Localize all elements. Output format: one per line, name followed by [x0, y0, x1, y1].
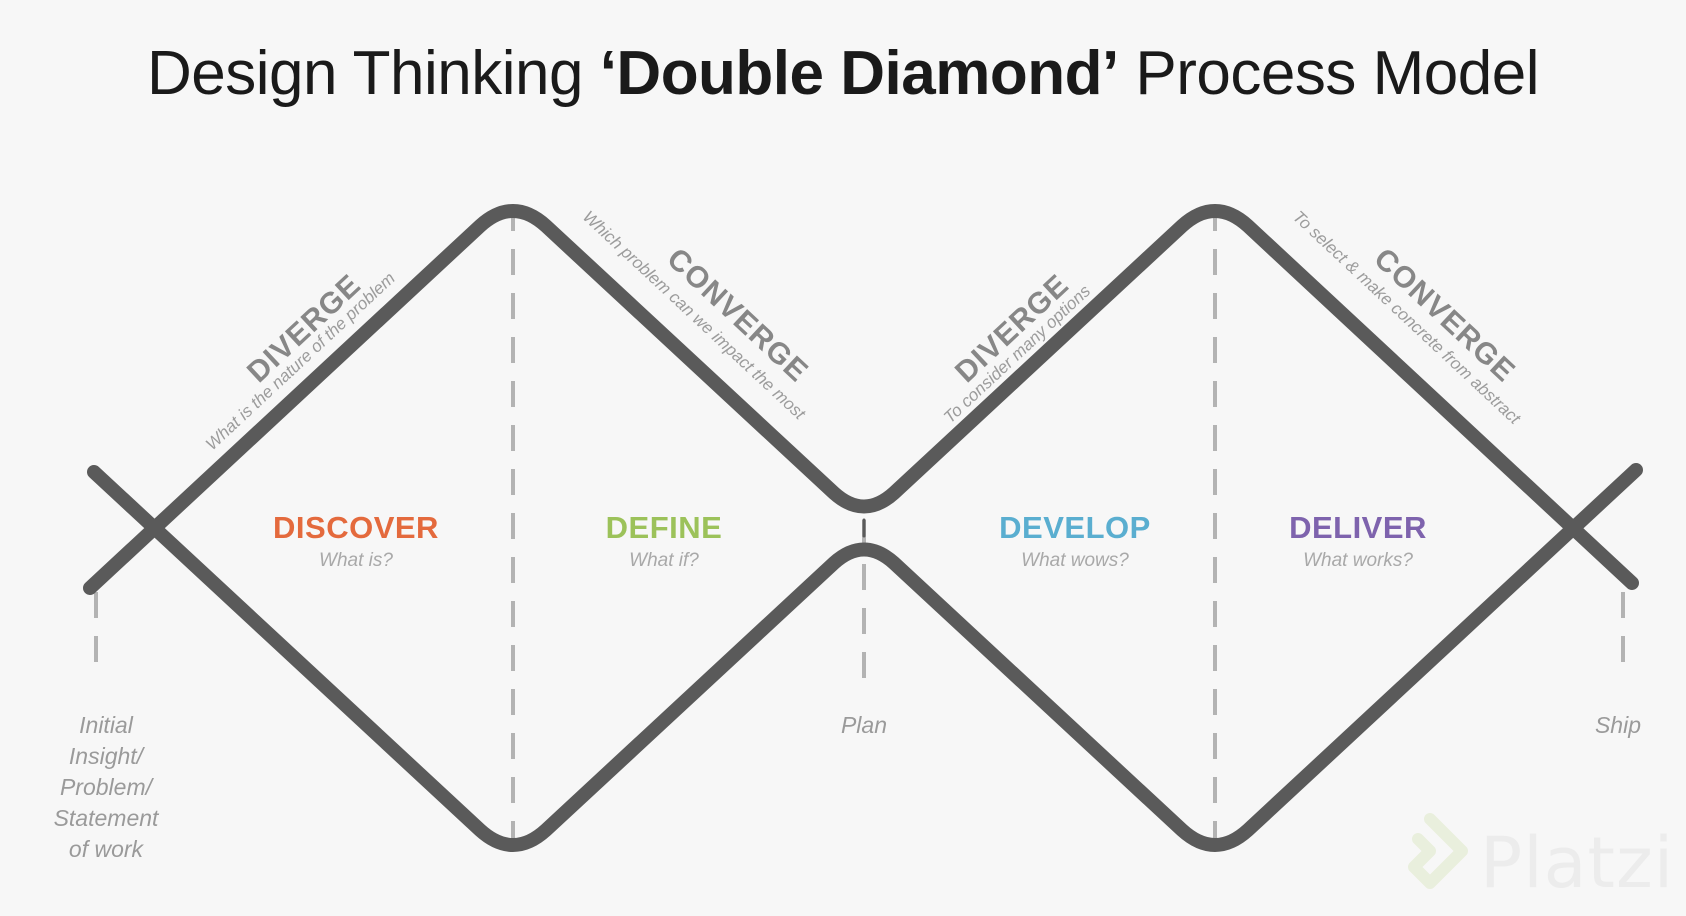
phase-define-label: DEFINE: [605, 510, 723, 545]
milestone-start: Initial Insight/ Problem/ Statement of w…: [53, 712, 159, 862]
platzi-watermark: Platzi: [1480, 822, 1675, 904]
phase-develop-label: DEVELOP: [999, 510, 1151, 545]
milestone-plan: Plan: [840, 712, 888, 738]
diagram-title: Design Thinking ‘Double Diamond’ Process…: [0, 38, 1686, 109]
phase-define-question: What if?: [629, 550, 699, 571]
phase-deliver-question: What works?: [1303, 550, 1413, 571]
title-emphasis: ‘Double Diamond’: [599, 39, 1120, 108]
phase-discover-label: DISCOVER: [273, 510, 439, 545]
milestone-ship: Ship: [1594, 712, 1642, 738]
title-suffix: Process Model: [1118, 39, 1539, 108]
dashed-dividers: [94, 205, 1625, 845]
diamond-upper-line: [83, 204, 1639, 595]
title-prefix: Design Thinking: [147, 39, 600, 108]
platzi-logo-icon: [1408, 813, 1468, 889]
phase-develop-question: What wows?: [1021, 550, 1129, 571]
diamond-outlines: [83, 204, 1643, 852]
diamond-lower-line: [87, 463, 1643, 852]
phase-discover-question: What is?: [319, 550, 393, 571]
phase-deliver-label: DELIVER: [1289, 510, 1427, 545]
